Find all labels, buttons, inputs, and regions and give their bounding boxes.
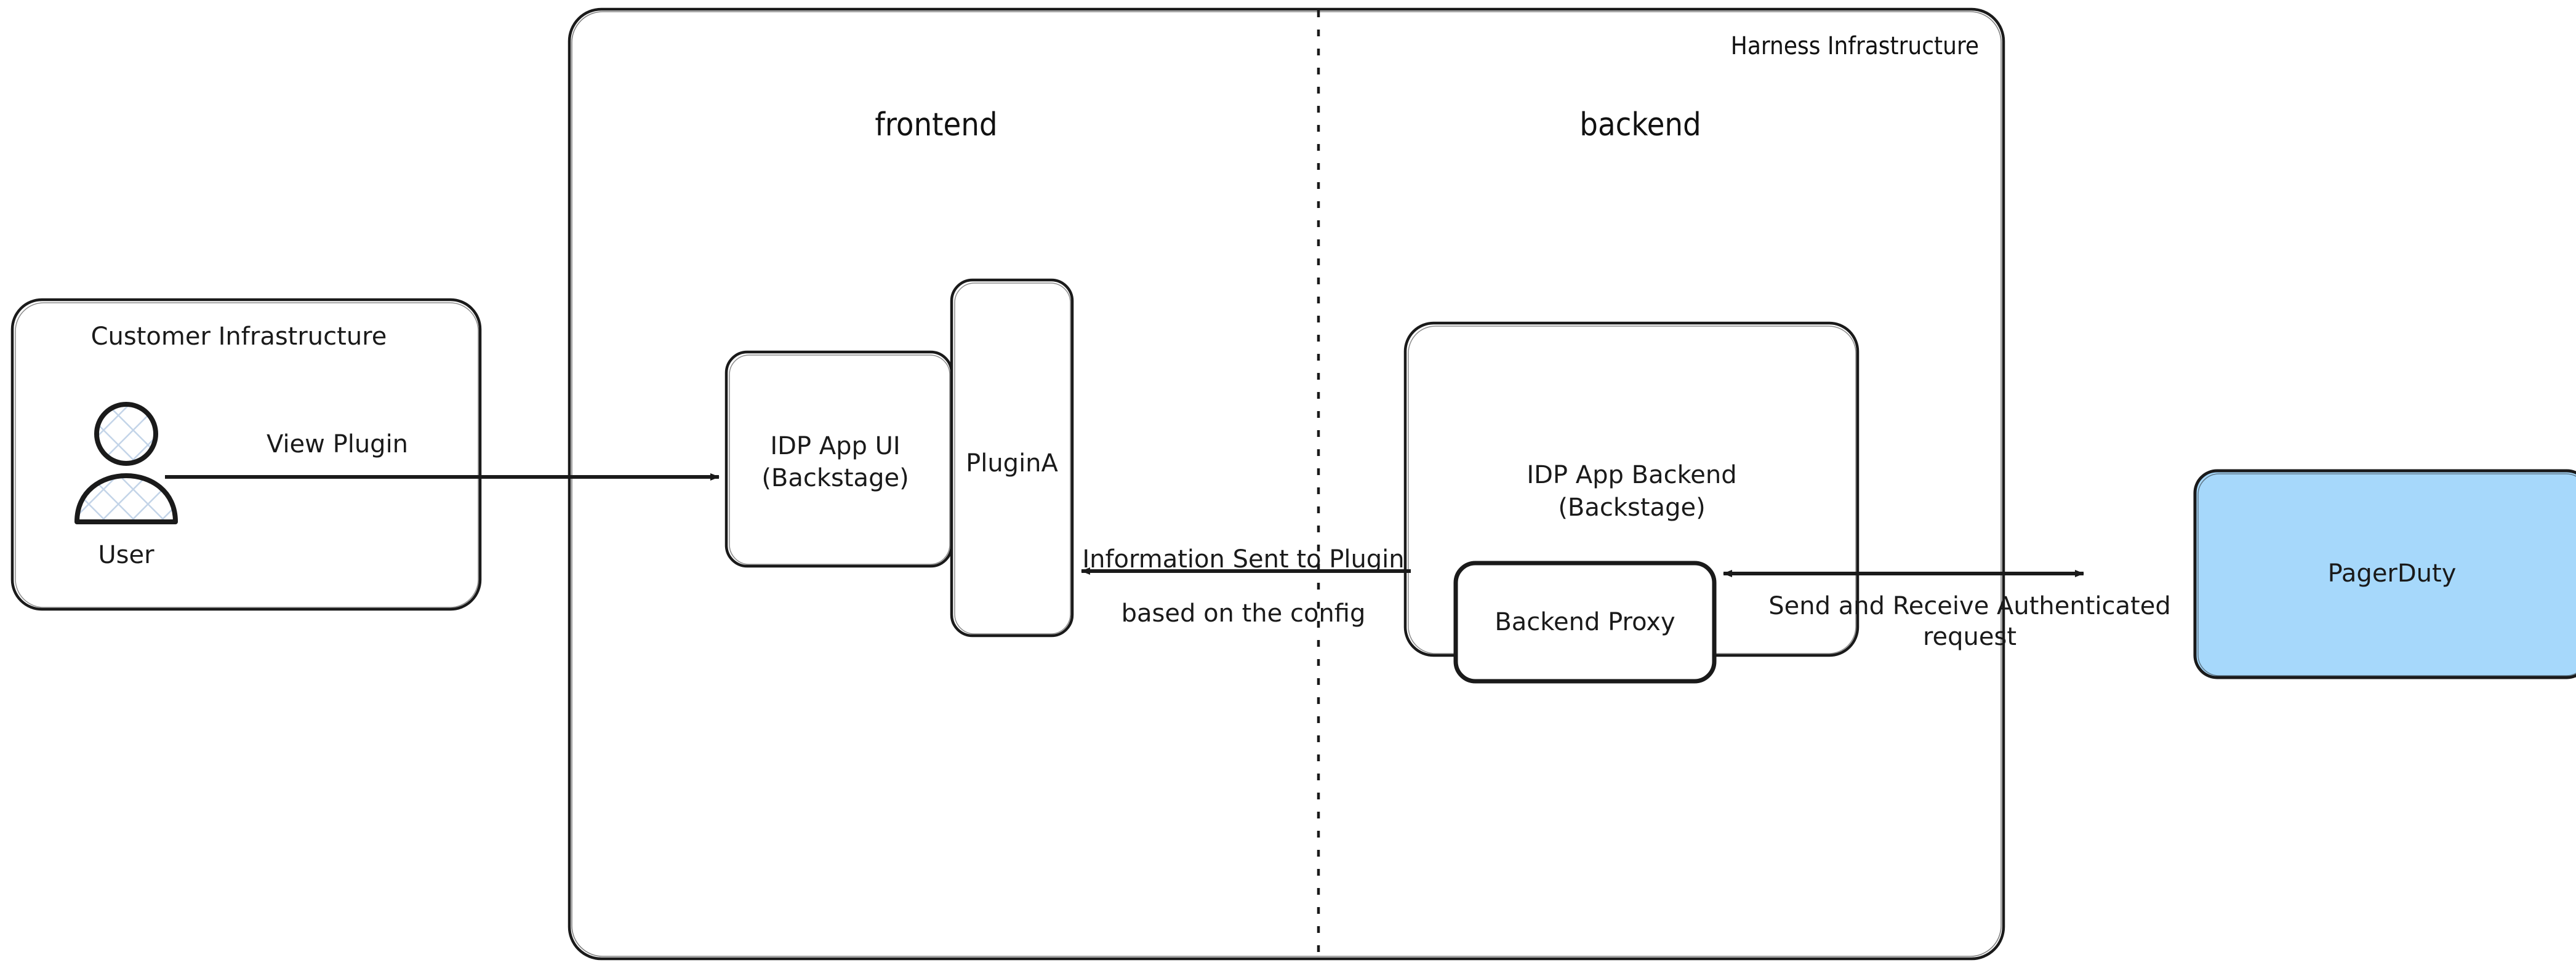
idp-app-backend-label-line2: (Backstage) xyxy=(1558,494,1705,522)
lane-label-frontend: frontend xyxy=(875,106,997,143)
plugin-a-label: PluginA xyxy=(966,449,1058,478)
edge-proxy-to-pagerduty-label-line1: Send and Receive Authenticated xyxy=(1768,592,2170,620)
harness-infrastructure-box xyxy=(568,7,2005,961)
plugin-a-box-sketch xyxy=(954,282,1071,634)
edge-proxy-to-plugin: Information Sent to Plugin based on the … xyxy=(1081,545,1411,628)
node-pagerduty[interactable]: PagerDuty xyxy=(2193,469,2576,679)
edge-proxy-to-pagerduty-label-line2: request xyxy=(1923,623,2016,651)
idp-app-ui-label-line2: (Backstage) xyxy=(761,464,909,492)
customer-infrastructure-box xyxy=(10,298,482,611)
customer-infrastructure-label: Customer Infrastructure xyxy=(91,322,387,351)
edge-user-to-ui-label: View Plugin xyxy=(267,430,408,458)
pagerduty-box-sketch xyxy=(2197,473,2576,676)
edge-proxy-to-plugin-label-line1: Information Sent to Plugin xyxy=(1082,545,1404,574)
idp-app-ui-label-line1: IDP App UI xyxy=(770,432,900,460)
customer-infrastructure-group xyxy=(10,298,482,611)
user-head-icon xyxy=(94,402,158,466)
user-body-icon xyxy=(74,473,178,524)
edge-user-to-ui: View Plugin xyxy=(165,430,720,481)
pagerduty-label: PagerDuty xyxy=(2328,559,2457,588)
plugin-a-box[interactable] xyxy=(950,278,1074,638)
edge-proxy-to-plugin-label-line2: based on the config xyxy=(1121,599,1366,628)
node-backend-proxy[interactable]: Backend Proxy xyxy=(1453,561,1717,684)
backend-proxy-label: Backend Proxy xyxy=(1495,608,1675,636)
lane-label-backend: backend xyxy=(1579,106,1701,143)
node-idp-app-ui[interactable]: IDP App UI (Backstage) xyxy=(724,350,953,568)
harness-infrastructure-label: Harness Infrastructure xyxy=(1731,32,1979,60)
user-label: User xyxy=(98,541,154,569)
customer-infrastructure-box-sketch xyxy=(15,302,479,608)
pagerduty-box[interactable] xyxy=(2193,469,2576,679)
node-plugin-a[interactable]: PluginA xyxy=(950,278,1074,638)
harness-infrastructure-group xyxy=(568,7,2005,961)
edge-proxy-to-pagerduty: Send and Receive Authenticated request xyxy=(1723,570,2171,651)
idp-app-ui-box-sketch xyxy=(729,354,950,565)
backend-proxy-box[interactable] xyxy=(1453,561,1717,684)
harness-infrastructure-box-sketch xyxy=(571,11,2002,957)
user-person-icon xyxy=(74,402,178,524)
idp-app-backend-label-line1: IDP App Backend xyxy=(1527,461,1736,489)
